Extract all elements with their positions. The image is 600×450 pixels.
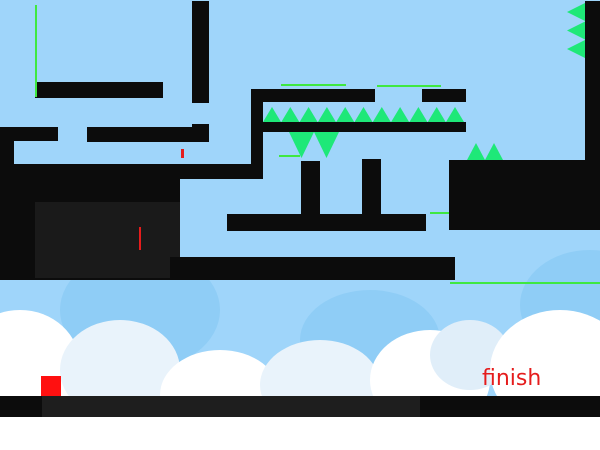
spike-platform	[263, 122, 466, 132]
spike	[336, 107, 355, 122]
laser	[181, 149, 184, 158]
long-platform	[170, 257, 455, 280]
platform	[35, 82, 163, 98]
platform	[87, 127, 209, 142]
platform	[227, 214, 426, 231]
spike	[372, 107, 391, 122]
spike	[317, 107, 336, 122]
laser	[139, 227, 141, 250]
bounce-pad	[281, 84, 346, 86]
spike	[567, 21, 585, 40]
platform	[422, 89, 466, 102]
spike	[409, 107, 428, 122]
big-block-inner	[35, 202, 180, 278]
spike	[314, 132, 339, 158]
wall-block	[251, 89, 263, 179]
pillar	[301, 161, 320, 216]
platform	[251, 89, 375, 102]
spike	[289, 132, 314, 158]
player[interactable]	[41, 376, 61, 396]
pillar	[362, 159, 381, 216]
right-wall	[585, 1, 600, 161]
spike	[263, 107, 281, 122]
spike	[485, 143, 503, 160]
right-block	[449, 160, 600, 230]
spike	[354, 107, 373, 122]
bounce-pad	[430, 212, 449, 214]
bounce-pad	[450, 282, 600, 284]
spike	[567, 40, 585, 58]
platform	[192, 124, 209, 142]
platform	[0, 127, 58, 141]
ground-inner	[42, 396, 420, 417]
bounce-pad	[279, 155, 300, 157]
bounce-pad	[35, 5, 37, 97]
spike	[446, 107, 464, 122]
bounce-pad	[377, 85, 441, 87]
spike	[299, 107, 318, 122]
spike	[427, 107, 446, 122]
spike	[467, 143, 485, 160]
spike	[391, 107, 410, 122]
spike	[281, 107, 300, 122]
finish-label: finish	[482, 366, 542, 391]
wall-block	[192, 1, 209, 103]
spike	[567, 3, 585, 21]
